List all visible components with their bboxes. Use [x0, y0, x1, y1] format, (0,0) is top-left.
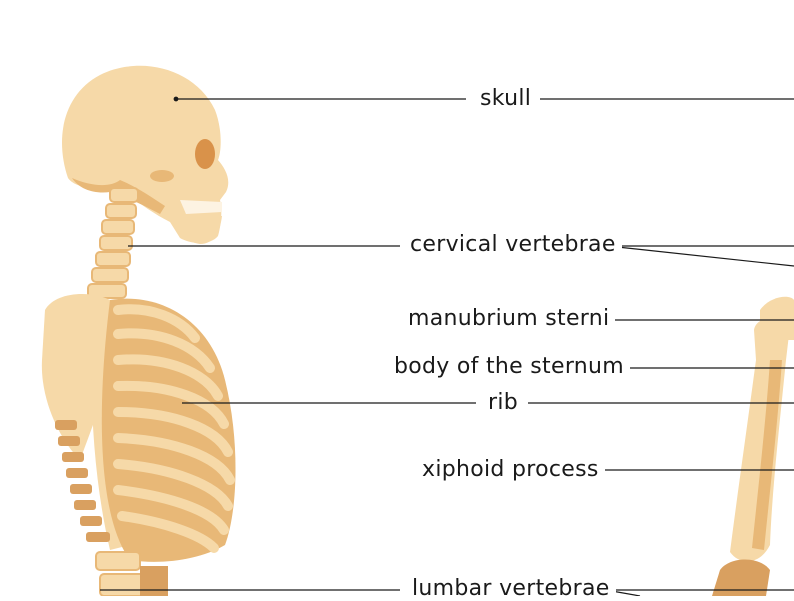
label-lumbar-vertebrae: lumbar vertebrae [406, 578, 616, 600]
teeth [180, 200, 222, 214]
pelvis-hint [140, 566, 168, 596]
skull-shape [61, 65, 229, 243]
skeleton-left [41, 65, 236, 597]
cheekbone [150, 170, 174, 182]
ribs [113, 304, 235, 553]
leader-lines [100, 96, 794, 597]
jaw [172, 214, 222, 244]
label-skull: skull [474, 88, 538, 110]
skull-base-shadow [72, 178, 165, 214]
leader-cervical-diag [607, 245, 794, 267]
label-xiphoid-process: xiphoid process [416, 459, 605, 481]
thoracic-spine [55, 420, 110, 542]
label-rib: rib [482, 392, 525, 414]
label-cervical-vertebrae: cervical vertebrae [404, 234, 622, 256]
cervical-spine [87, 187, 139, 299]
eye-socket [195, 139, 215, 169]
label-manubrium-sterni: manubrium sterni [402, 308, 616, 330]
skeleton-right [712, 296, 794, 596]
label-body-of-sternum: body of the sternum [388, 356, 630, 378]
right-humerus-shadow [752, 360, 782, 550]
right-forearm [712, 559, 770, 596]
